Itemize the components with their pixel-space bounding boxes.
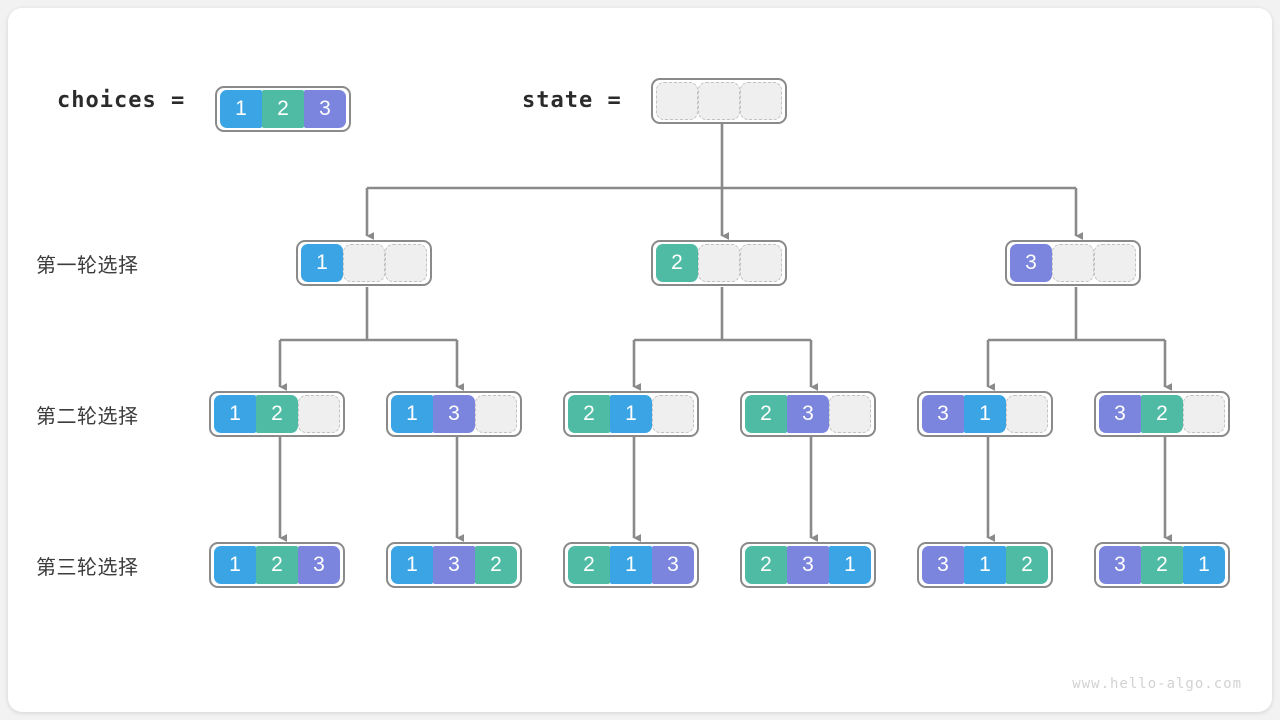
array-cell-empty [1094, 244, 1136, 282]
array-cell-empty [1052, 244, 1094, 282]
array-cell-value: 1 [214, 546, 256, 584]
array-cell-empty [698, 244, 740, 282]
array-cell-value: 2 [256, 395, 298, 433]
array-cell-empty [740, 82, 782, 120]
array-cell-value: 2 [262, 90, 304, 128]
round1-node-2: 2 [651, 240, 787, 286]
array-cell-value: 1 [214, 395, 256, 433]
array-cell-empty [343, 244, 385, 282]
array-cell-value: 1 [829, 546, 871, 584]
array-cell-value: 1 [610, 546, 652, 584]
array-cell-empty [298, 395, 340, 433]
array-cell-empty [385, 244, 427, 282]
row-label-round2: 第二轮选择 [36, 406, 139, 428]
array-cell-value: 2 [256, 546, 298, 584]
array-cell-value: 1 [964, 546, 1006, 584]
array-cell-value: 2 [1006, 546, 1048, 584]
state-label: state = [522, 88, 622, 113]
array-cell-value: 2 [568, 395, 610, 433]
array-cell-value: 1 [301, 244, 343, 282]
array-cell-value: 2 [1141, 395, 1183, 433]
array-cell-value: 1 [391, 546, 433, 584]
array-cell-value: 3 [433, 395, 475, 433]
array-cell-empty [1006, 395, 1048, 433]
array-cell-value: 2 [745, 546, 787, 584]
array-cell-empty [829, 395, 871, 433]
array-cell-value: 3 [1099, 395, 1141, 433]
round1-node-1: 1 [296, 240, 432, 286]
array-cell-value: 3 [1010, 244, 1052, 282]
array-cell-value: 1 [220, 90, 262, 128]
array-cell-empty [740, 244, 782, 282]
array-cell-empty [1183, 395, 1225, 433]
choices-label: choices = [57, 88, 186, 113]
row-label-round1: 第一轮选择 [36, 255, 139, 277]
array-cell-value: 2 [475, 546, 517, 584]
array-cell-value: 3 [922, 395, 964, 433]
diagram-card [8, 8, 1272, 712]
state-array [651, 78, 787, 124]
array-cell-value: 2 [568, 546, 610, 584]
array-cell-empty [698, 82, 740, 120]
array-cell-value: 2 [656, 244, 698, 282]
array-cell-value: 2 [745, 395, 787, 433]
round1-node-3: 3 [1005, 240, 1141, 286]
array-cell-empty [652, 395, 694, 433]
array-cell-value: 1 [610, 395, 652, 433]
row-label-round3: 第三轮选择 [36, 557, 139, 579]
array-cell-value: 3 [787, 395, 829, 433]
array-cell-value: 3 [787, 546, 829, 584]
array-cell-value: 2 [1141, 546, 1183, 584]
watermark: www.hello-algo.com [1072, 676, 1242, 692]
array-cell-value: 1 [391, 395, 433, 433]
array-cell-value: 3 [922, 546, 964, 584]
array-cell-empty [475, 395, 517, 433]
array-cell-value: 1 [964, 395, 1006, 433]
array-cell-value: 3 [1099, 546, 1141, 584]
array-cell-value: 3 [298, 546, 340, 584]
array-cell-value: 3 [652, 546, 694, 584]
array-cell-value: 1 [1183, 546, 1225, 584]
array-cell-value: 3 [433, 546, 475, 584]
array-cell-empty [656, 82, 698, 120]
array-cell-value: 3 [304, 90, 346, 128]
